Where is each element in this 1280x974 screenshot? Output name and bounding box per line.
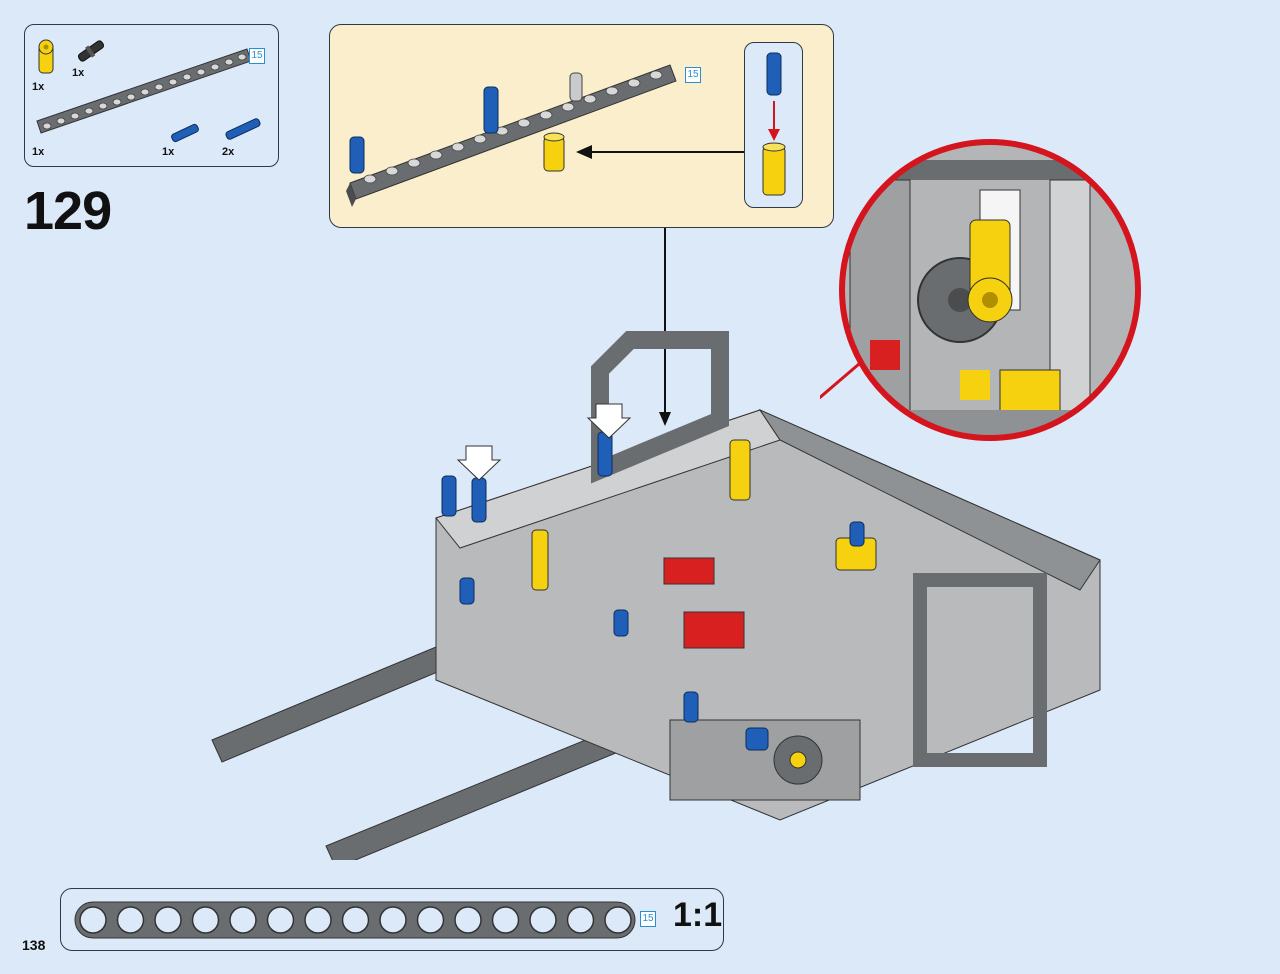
parts-list-artwork <box>36 39 261 143</box>
part-qty-grey-beam: 1x <box>32 146 45 158</box>
scale-beam-length-badge: 15 <box>640 911 656 927</box>
blue-pin-short-icon <box>171 123 199 143</box>
scale-beam-hole <box>229 906 257 934</box>
yellow-connector-icon <box>543 132 565 172</box>
zoom-callout <box>820 139 1141 441</box>
scale-beam-hole <box>266 906 295 934</box>
grey-pin-icon <box>569 72 583 102</box>
page-number: 138 <box>22 937 46 953</box>
parts-list-panel: 1x 1x 1x 1x 2x 15 <box>24 24 279 167</box>
grey-beam-icon <box>36 48 252 134</box>
scale-panel: 15 <box>60 888 724 951</box>
part-qty-black-pin: 1x <box>72 67 85 79</box>
insert-arrow-icon <box>456 445 502 481</box>
scale-beam-hole <box>116 906 145 934</box>
subassembly-beam-length-badge: 15 <box>685 67 701 83</box>
step-number: 129 <box>24 181 112 241</box>
placement-arrow <box>659 228 671 426</box>
scale-beam-hole <box>304 906 332 934</box>
scale-beam <box>74 901 636 939</box>
scale-beam-hole <box>604 906 632 934</box>
scale-beam-hole <box>154 906 182 934</box>
scale-beam-hole <box>566 906 595 934</box>
main-model-artwork <box>211 331 1101 860</box>
blue-pin-icon <box>349 136 365 174</box>
blue-pin-long-icon <box>225 118 261 140</box>
insert-arrow-icon <box>586 403 632 439</box>
scale-beam-hole <box>79 906 107 934</box>
blue-pin-icon <box>766 52 782 96</box>
scale-beam-hole <box>416 906 445 934</box>
subassembly-beam <box>346 64 677 207</box>
parts-beam-length-badge: 15 <box>249 48 265 64</box>
yellow-connector-icon <box>38 39 54 74</box>
yellow-parts <box>531 439 877 769</box>
part-qty-yellow-connector: 1x <box>32 81 45 93</box>
scale-label: 1:1 <box>673 896 723 934</box>
substep-detail-panel <box>744 42 803 208</box>
part-qty-blue-pin-short: 1x <box>162 146 175 158</box>
gear-wheel <box>773 735 823 785</box>
arrow-icon <box>576 145 744 159</box>
blue-pins <box>441 431 865 751</box>
zoom-detail <box>842 142 1138 438</box>
chassis-body <box>435 331 1101 821</box>
scale-beam-hole <box>379 906 407 934</box>
scale-beam-hole <box>191 906 220 934</box>
scale-beam-hole <box>491 906 520 934</box>
black-pin-icon <box>77 40 105 62</box>
substep-detail-artwork <box>762 52 786 196</box>
red-arrow-icon <box>768 101 780 141</box>
blue-pin-icon <box>483 86 499 134</box>
red-parts <box>663 557 745 649</box>
scale-beam-hole <box>454 906 482 934</box>
scale-beam-hole <box>341 906 370 934</box>
yellow-connector-icon <box>762 142 786 196</box>
scale-beam-hole <box>529 906 557 934</box>
part-qty-blue-pin-long: 2x <box>222 146 235 158</box>
subassembly-artwork <box>346 64 744 207</box>
